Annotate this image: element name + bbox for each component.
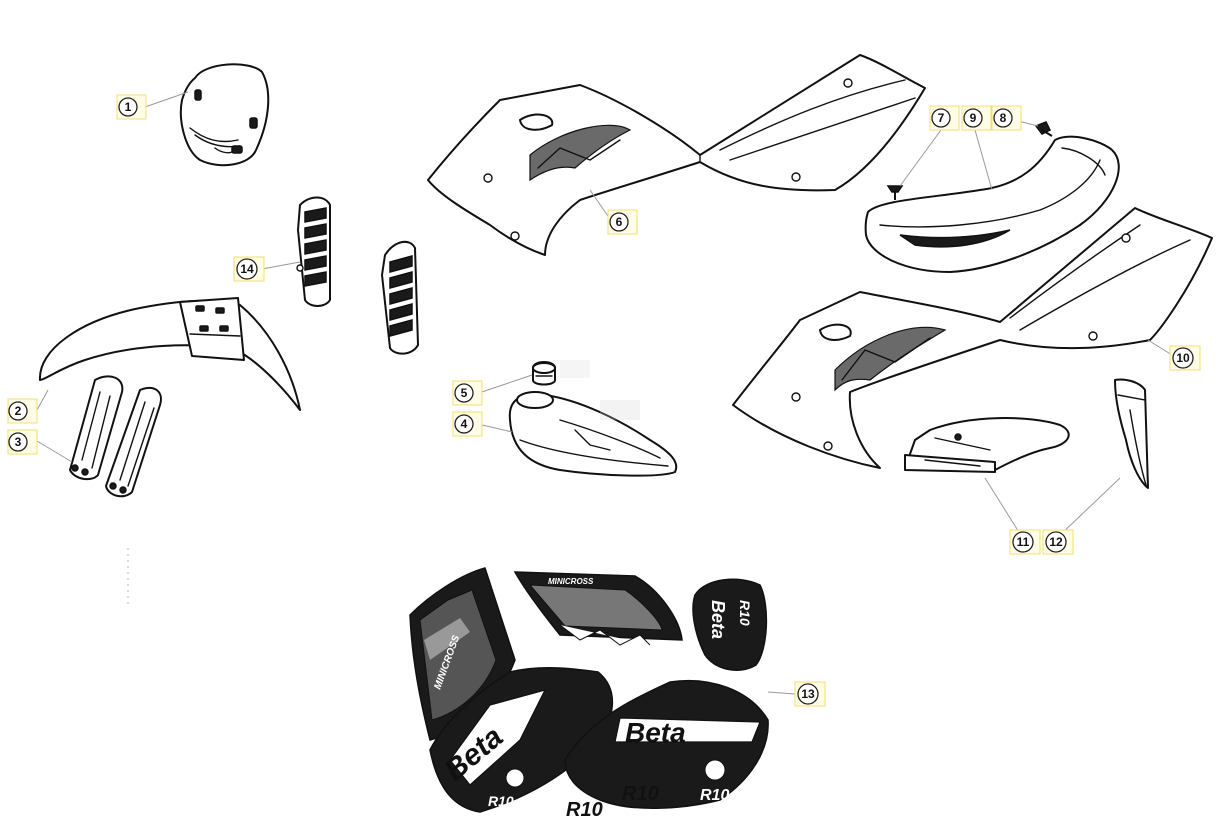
- callout-14[interactable]: 14: [233, 256, 265, 282]
- part-radiator-grille-right[interactable]: [381, 240, 419, 355]
- callout-7[interactable]: 7: [929, 105, 960, 131]
- callout-13[interactable]: 13: [794, 681, 826, 707]
- callout-label: 9: [970, 111, 977, 125]
- callout-3[interactable]: 3: [7, 429, 38, 455]
- callout-12[interactable]: 12: [1042, 529, 1074, 555]
- part-rear-fender[interactable]: [904, 417, 1070, 473]
- callout-label: 11: [1017, 535, 1030, 549]
- callout-10[interactable]: 10: [1169, 345, 1201, 371]
- decal-side-right: Beta R10: [564, 679, 769, 809]
- part-rear-mud-flap[interactable]: [1114, 378, 1149, 489]
- callout-label: 13: [801, 687, 815, 701]
- callout-11[interactable]: 11: [1009, 529, 1041, 555]
- callout-6[interactable]: 6: [607, 209, 638, 235]
- part-seat-bolt[interactable]: [1034, 121, 1053, 137]
- decal-side-left: Beta R10: [429, 667, 613, 813]
- callout-8[interactable]: 8: [991, 105, 1022, 131]
- decal-tank: MINICROSS: [513, 571, 683, 646]
- callout-label: 14: [240, 262, 254, 276]
- callout-5[interactable]: 5: [452, 380, 483, 406]
- callout-label: 5: [461, 386, 468, 400]
- decal-text-r10-small-b: R10: [622, 783, 659, 805]
- callout-label: 6: [616, 215, 623, 229]
- callout-2[interactable]: 2: [7, 398, 38, 424]
- speckle-texture: [560, 360, 640, 420]
- decal-text-r10-small-a: R10: [566, 799, 603, 821]
- callout-label: 10: [1176, 351, 1190, 365]
- callout-label: 2: [15, 404, 22, 418]
- part-radiator-grille-left[interactable]: [296, 196, 331, 307]
- part-fork-guard-right[interactable]: [105, 386, 162, 498]
- part-fuel-cap[interactable]: [532, 361, 556, 386]
- part-front-fender[interactable]: [38, 297, 301, 411]
- decal-text-r10-side-left: R10: [488, 793, 514, 809]
- callout-label: 1: [125, 100, 132, 114]
- callout-4[interactable]: 4: [452, 411, 483, 437]
- callout-label: 8: [1000, 111, 1007, 125]
- part-side-shroud-right[interactable]: [732, 207, 1213, 469]
- decal-shroud-left: MINICROSS: [409, 567, 516, 741]
- callout-label: 7: [938, 111, 945, 125]
- callout-label: 3: [15, 435, 22, 449]
- part-seat[interactable]: [864, 135, 1120, 273]
- callout-label: 4: [461, 417, 468, 431]
- callout-9[interactable]: 9: [961, 105, 992, 131]
- leader-lines: [36, 91, 1173, 695]
- part-side-shroud-left[interactable]: [427, 54, 926, 256]
- decal-number-plate: Beta R10: [692, 578, 768, 671]
- part-fuel-tank[interactable]: [508, 391, 678, 477]
- part-seat-screw[interactable]: [886, 185, 904, 200]
- callout-1[interactable]: 1: [116, 94, 147, 120]
- decal-small-r10: R10 R10: [566, 783, 659, 821]
- decal-text-r10-side-right: R10: [700, 787, 729, 804]
- decal-text-beta-side-right: Beta: [625, 717, 686, 748]
- part-fork-guard-left[interactable]: [69, 375, 124, 481]
- decal-text-r10-plate: R10: [737, 600, 753, 626]
- decal-text-minicross-tank: MINICROSS: [548, 577, 594, 586]
- part-front-number-plate[interactable]: [179, 63, 270, 167]
- callout-label: 12: [1049, 535, 1063, 549]
- decal-text-beta-plate: Beta: [708, 600, 728, 639]
- part-decal-kit[interactable]: MINICROSS MINICROSS Beta R10 Beta R10 Be…: [409, 567, 769, 821]
